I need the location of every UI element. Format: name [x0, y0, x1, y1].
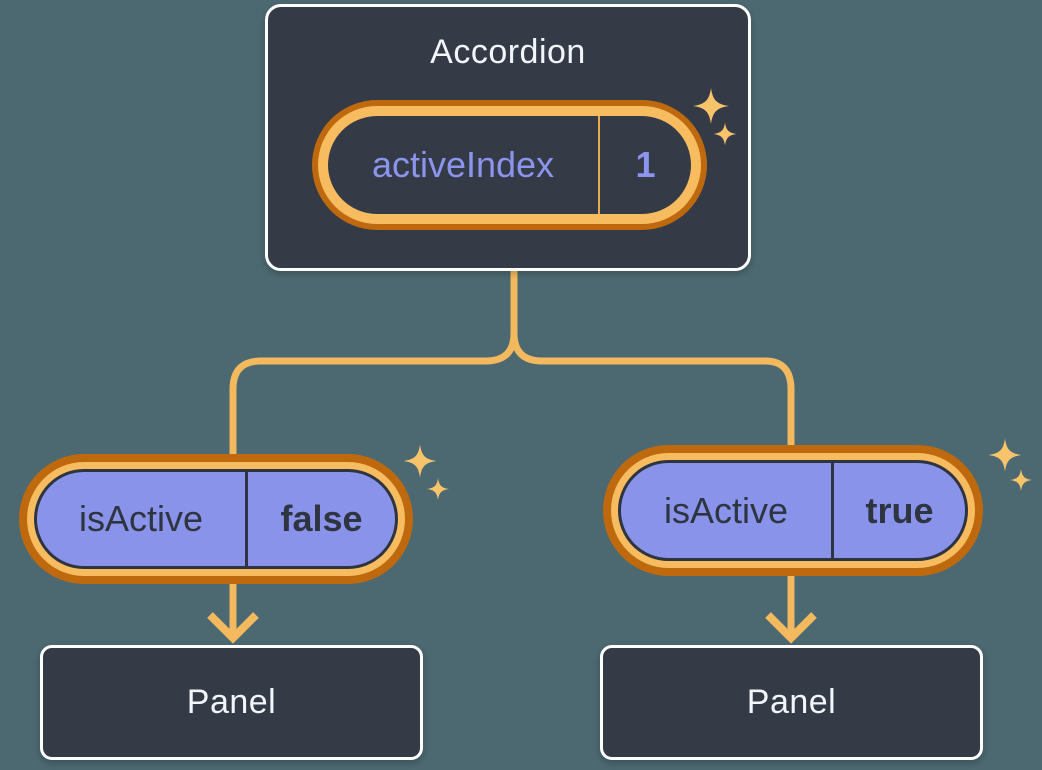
prop-value-label-left: false	[280, 498, 363, 539]
state-name-label: activeIndex	[371, 144, 555, 185]
panel-node-right: Panel	[600, 645, 983, 760]
arrowhead-left-icon	[207, 612, 259, 644]
sparkle-icon	[988, 438, 1022, 472]
panel-label-left: Panel	[186, 683, 277, 721]
accordion-node-title: Accordion	[430, 33, 586, 71]
panel-label-right: Panel	[746, 683, 837, 721]
state-pill-ring-inner: activeIndex 1	[318, 106, 701, 224]
state-pill-ring: activeIndex 1	[312, 100, 707, 230]
state-value-label: 1	[635, 144, 656, 185]
prop-pill-right-ring: isActive true	[603, 445, 983, 576]
prop-pill-left-ring: isActive false	[19, 454, 413, 584]
sparkle-icon	[403, 444, 437, 478]
prop-value-label-right: true	[865, 489, 934, 531]
sparkle-icon	[1010, 469, 1032, 491]
prop-pill-left-ring-inner: isActive false	[27, 462, 405, 576]
prop-pill-right: isActive true	[618, 460, 968, 561]
panel-node-left: Panel	[40, 645, 423, 760]
prop-name-label-right: isActive	[663, 489, 789, 531]
sparkle-icon	[427, 478, 449, 500]
prop-name-label-left: isActive	[78, 498, 204, 539]
prop-pill-right-divider	[831, 463, 834, 558]
prop-pill-right-ring-inner: isActive true	[611, 453, 975, 568]
prop-pill-left: isActive false	[34, 469, 398, 569]
state-pill-divider	[598, 116, 600, 214]
arrowhead-right-icon	[765, 612, 817, 644]
state-pill: activeIndex 1	[328, 116, 691, 214]
accordion-node: Accordion activeIndex 1	[265, 4, 751, 271]
